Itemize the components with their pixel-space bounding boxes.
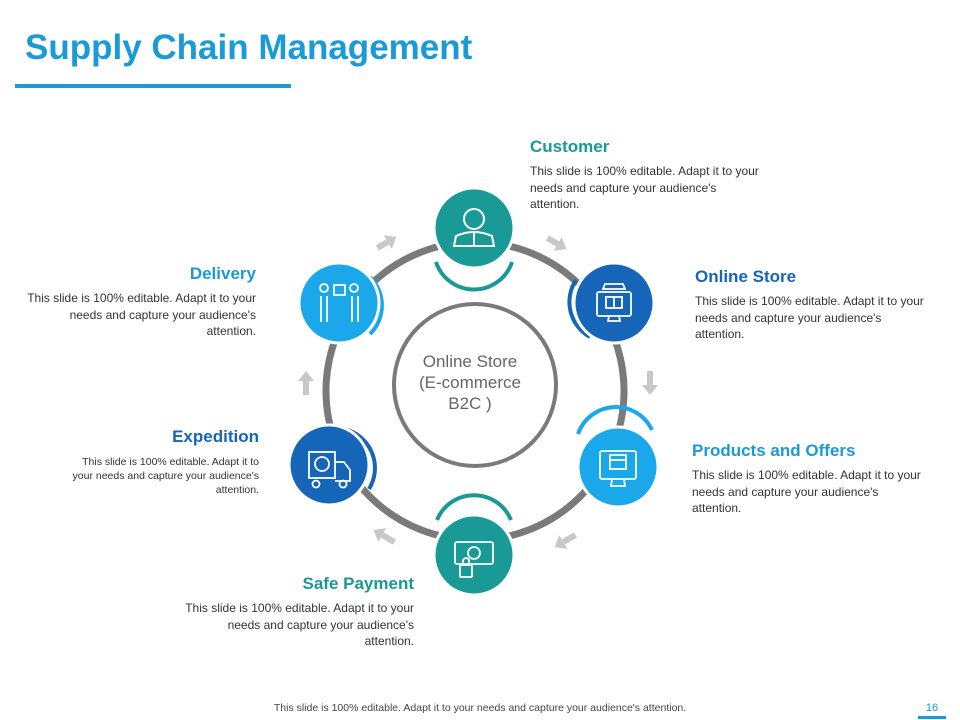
package-handover-icon bbox=[319, 283, 359, 322]
node-expedition bbox=[287, 423, 377, 507]
arrow-payment-to-expedition bbox=[373, 528, 396, 545]
center-label: Online Store (E-commerce B2C ) bbox=[395, 351, 545, 414]
money-lock-icon bbox=[454, 541, 494, 578]
arrow-customer-to-online-store bbox=[545, 235, 567, 251]
arrow-online-store-to-products bbox=[642, 371, 658, 395]
center-label-line-1: Online Store bbox=[422, 352, 518, 371]
center-label-line-3: B2C ) bbox=[448, 394, 492, 413]
arrow-delivery-to-customer bbox=[375, 235, 397, 251]
flow-arrows bbox=[298, 235, 658, 549]
customer-heading: Customer bbox=[530, 137, 610, 156]
node-safe-payment bbox=[432, 493, 516, 597]
products-offers-description: This slide is 100% editable. Adapt it to… bbox=[692, 468, 921, 515]
footer-note: This slide is 100% editable. Adapt it to… bbox=[273, 702, 687, 714]
page-number: 16 bbox=[925, 702, 939, 714]
safe-payment-description: This slide is 100% editable. Adapt it to… bbox=[185, 601, 414, 648]
block-delivery: Delivery This slide is 100% editable. Ad… bbox=[20, 264, 256, 340]
node-customer bbox=[432, 186, 516, 292]
user-icon bbox=[452, 208, 496, 247]
expedition-heading: Expedition bbox=[172, 427, 259, 446]
block-customer: Customer This slide is 100% editable. Ad… bbox=[530, 137, 760, 213]
page-number-underline bbox=[918, 716, 946, 719]
product-display-icon bbox=[599, 450, 637, 487]
node-delivery bbox=[297, 261, 384, 345]
block-safe-payment: Safe Payment This slide is 100% editable… bbox=[180, 574, 414, 650]
center-label-line-2: (E-commerce bbox=[418, 373, 521, 392]
storefront-monitor-icon bbox=[596, 283, 632, 322]
online-store-heading: Online Store bbox=[695, 267, 797, 286]
delivery-heading: Delivery bbox=[189, 264, 256, 283]
title-underline bbox=[15, 84, 291, 88]
customer-description: This slide is 100% editable. Adapt it to… bbox=[530, 164, 759, 211]
delivery-description: This slide is 100% editable. Adapt it to… bbox=[27, 291, 256, 338]
products-offers-heading: Products and Offers bbox=[692, 441, 856, 460]
delivery-truck-icon bbox=[308, 451, 351, 489]
arrow-products-to-payment bbox=[554, 532, 577, 549]
arrow-expedition-to-delivery bbox=[298, 371, 314, 395]
block-products-offers: Products and Offers This slide is 100% e… bbox=[692, 441, 927, 517]
node-online-store bbox=[567, 261, 656, 345]
block-online-store: Online Store This slide is 100% editable… bbox=[695, 267, 925, 343]
online-store-description: This slide is 100% editable. Adapt it to… bbox=[695, 294, 924, 341]
safe-payment-heading: Safe Payment bbox=[302, 574, 415, 593]
center-circle bbox=[392, 302, 558, 468]
node-products-offers bbox=[576, 405, 660, 509]
expedition-description: This slide is 100% editable. Adapt it to… bbox=[72, 456, 259, 496]
block-expedition: Expedition This slide is 100% editable. … bbox=[60, 427, 259, 497]
slide-title: Supply Chain Management bbox=[25, 28, 473, 67]
